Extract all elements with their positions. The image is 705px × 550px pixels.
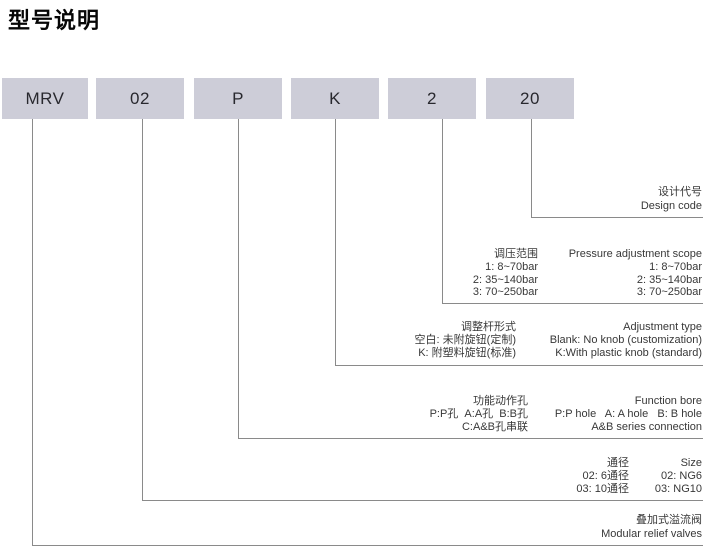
section-adjustment-type: 调整杆形式 Adjustment type 空白: 未附旋钮(定制) Blank… (390, 321, 702, 359)
function-bore-header-zh: 功能动作孔 (473, 395, 528, 407)
page-title: 型号说明 (8, 8, 101, 33)
connector-h-function-bore (238, 438, 703, 439)
function-bore-row: P:P孔 A:A孔 B:B孔 P:P hole A: A hole B: B h… (402, 408, 702, 421)
connector-h-pressure (442, 303, 703, 304)
code-box-design-code: 20 (486, 78, 574, 119)
adjustment-row-zh: K: 附塑料旋钮(标准) (418, 346, 516, 359)
size-header: 通径 Size (490, 457, 702, 470)
size-row-en: 02: NG6 (661, 469, 702, 482)
connector-v-size (142, 119, 143, 500)
size-row-en: 03: NG10 (654, 482, 702, 495)
adjustment-header-en: Adjustment type (623, 321, 702, 333)
adjustment-row-en: K:With plastic knob (standard) (555, 346, 702, 359)
size-row-zh: 03: 10通径 (576, 482, 629, 495)
section-size: 通径 Size 02: 6通径 02: NG6 03: 10通径 03: NG1… (490, 457, 702, 495)
size-header-en: Size (680, 457, 702, 469)
connector-v-mrv (32, 119, 33, 545)
pressure-row: 1: 8~70bar 1: 8~70bar (412, 261, 702, 274)
section-pressure-scope: 调压范围 Pressure adjustment scope 1: 8~70ba… (412, 248, 702, 299)
adjustment-row: 空白: 未附旋钮(定制) Blank: No knob (customizati… (390, 334, 702, 347)
code-box-function-bore: P (194, 78, 282, 119)
product-name-en: Modular relief valves (601, 527, 702, 540)
function-bore-header: 功能动作孔 Function bore (402, 395, 702, 408)
adjustment-row-en: Blank: No knob (customization) (549, 333, 702, 346)
function-bore-row: C:A&B孔串联 A&B series connection (402, 421, 702, 434)
pressure-row: 3: 70~250bar 3: 70~250bar (412, 286, 702, 299)
section-design-code: 设计代号 Design code (532, 186, 702, 213)
function-bore-row-en: A&B series connection (591, 420, 702, 433)
pressure-header-en: Pressure adjustment scope (568, 248, 702, 260)
connector-h-design-code (531, 217, 703, 218)
pressure-header-zh: 调压范围 (494, 248, 538, 260)
function-bore-row-zh: P:P孔 A:A孔 B:B孔 (429, 407, 528, 420)
pressure-row-zh: 3: 70~250bar (472, 286, 538, 299)
connector-h-mrv (32, 545, 703, 546)
pressure-row-zh: 1: 8~70bar (485, 260, 538, 273)
size-row: 02: 6通径 02: NG6 (490, 470, 702, 483)
pressure-row-en: 3: 70~250bar (636, 286, 702, 299)
design-code-label-en: Design code (640, 199, 702, 212)
connector-v-adjustment (335, 119, 336, 365)
pressure-row: 2: 35~140bar 2: 35~140bar (412, 274, 702, 287)
size-row-zh: 02: 6通径 (582, 469, 629, 482)
size-header-zh: 通径 (607, 457, 629, 469)
code-box-size: 02 (96, 78, 184, 119)
adjustment-header-zh: 调整杆形式 (461, 321, 516, 333)
pressure-row-en: 2: 35~140bar (636, 273, 702, 286)
adjustment-header: 调整杆形式 Adjustment type (390, 321, 702, 334)
code-box-pressure: 2 (388, 78, 476, 119)
code-box-mrv: MRV (2, 78, 88, 119)
connector-v-function-bore (238, 119, 239, 438)
section-function-bore: 功能动作孔 Function bore P:P孔 A:A孔 B:B孔 P:P h… (402, 395, 702, 433)
pressure-header: 调压范围 Pressure adjustment scope (412, 248, 702, 261)
pressure-row-en: 1: 8~70bar (649, 260, 702, 273)
design-code-label-zh: 设计代号 (658, 186, 702, 198)
connector-h-size (142, 500, 703, 501)
connector-v-pressure (442, 119, 443, 303)
function-bore-row-zh: C:A&B孔串联 (461, 420, 528, 433)
size-row: 03: 10通径 03: NG10 (490, 483, 702, 496)
function-bore-row-en: P:P hole A: A hole B: B hole (554, 407, 702, 420)
section-product-name: 叠加式溢流阀 Modular relief valves (482, 514, 702, 541)
connector-h-adjustment (335, 365, 703, 366)
pressure-row-zh: 2: 35~140bar (472, 273, 538, 286)
adjustment-row-zh: 空白: 未附旋钮(定制) (414, 333, 516, 346)
adjustment-row: K: 附塑料旋钮(标准) K:With plastic knob (standa… (390, 347, 702, 360)
code-box-adjustment: K (291, 78, 379, 119)
function-bore-header-en: Function bore (634, 395, 702, 407)
connector-v-design-code (531, 119, 532, 217)
product-name-zh: 叠加式溢流阀 (636, 514, 702, 526)
